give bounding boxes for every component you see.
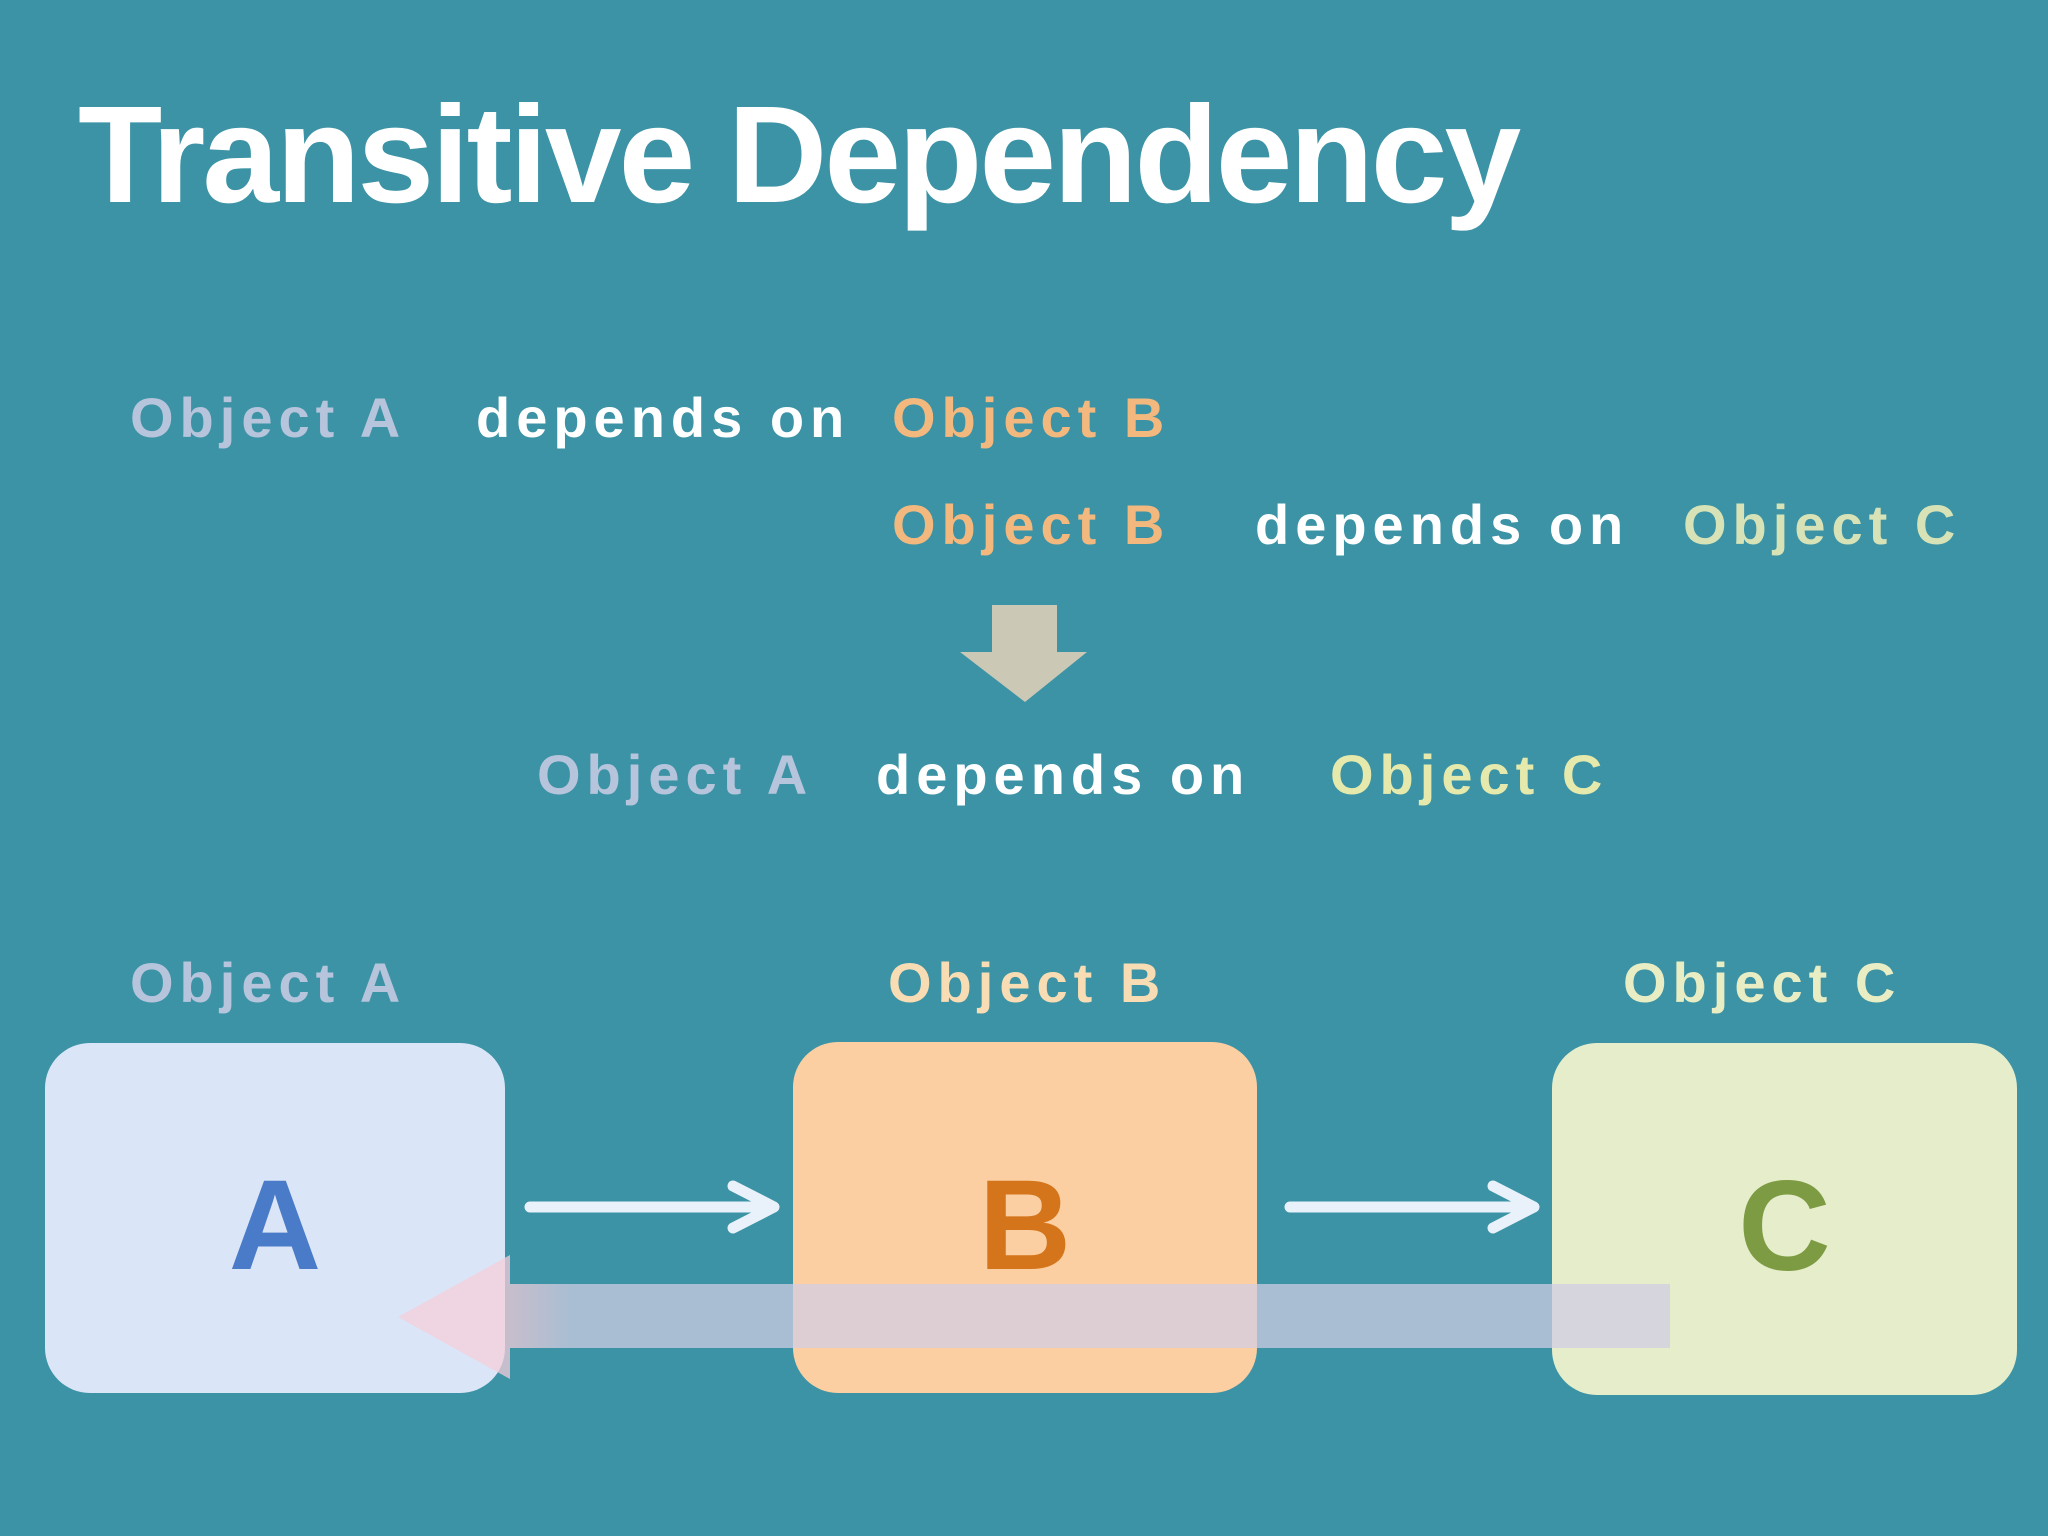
- node-c-label: Object C: [1623, 951, 1902, 1014]
- arrow-b-to-c-icon: [1284, 1180, 1540, 1234]
- down-arrow-icon: [960, 605, 1087, 702]
- statement-2-verb: depends on: [1255, 493, 1630, 556]
- statement-1-subject: Object A: [130, 386, 407, 449]
- statement-1-verb: depends on: [476, 386, 851, 449]
- statement-2-object: Object C: [1683, 493, 1962, 556]
- conclusion-object: Object C: [1330, 743, 1609, 806]
- node-a-letter: A: [228, 1154, 322, 1297]
- node-c-letter: C: [1738, 1155, 1831, 1298]
- statement-line-2: Object B depends on Object C: [0, 497, 2048, 567]
- conclusion-verb: depends on: [876, 743, 1251, 806]
- statement-2-subject: Object B: [892, 493, 1171, 556]
- conclusion-line: Object A depends on Object C: [0, 747, 2048, 817]
- node-b-box: B: [793, 1042, 1257, 1393]
- page-title: Transitive Dependency: [78, 78, 1521, 232]
- conclusion-subject: Object A: [537, 743, 814, 806]
- node-c-box: C: [1552, 1043, 2017, 1395]
- statement-1-object: Object B: [892, 386, 1171, 449]
- arrow-a-to-b-icon: [524, 1180, 780, 1234]
- statement-line-1: Object A depends on Object B: [0, 390, 2048, 460]
- node-b-letter: B: [978, 1153, 1072, 1297]
- node-a-label: Object A: [130, 951, 407, 1014]
- node-b-label: Object B: [888, 951, 1167, 1014]
- node-a-box: A: [45, 1043, 505, 1393]
